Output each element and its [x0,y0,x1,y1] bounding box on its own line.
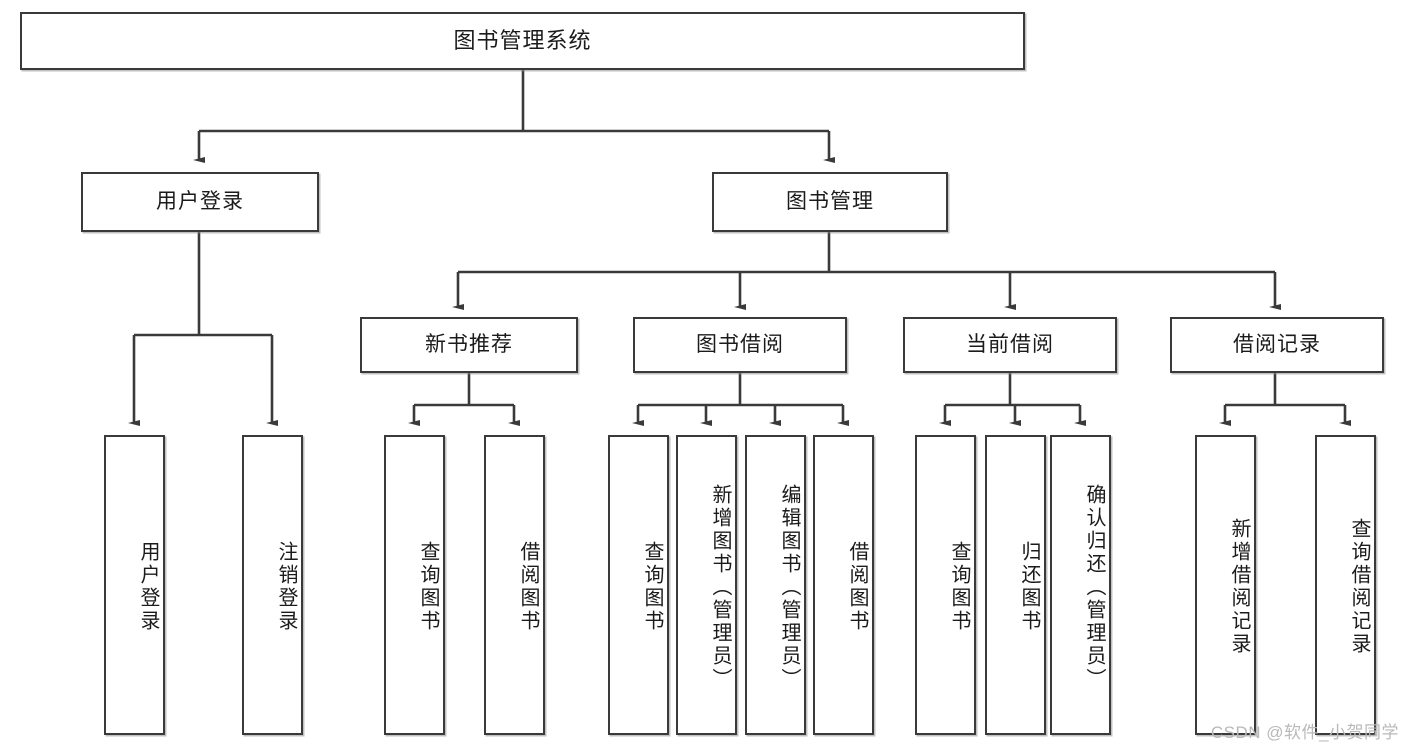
leaf-label: 确认归还（管理员） [1083,483,1105,691]
node-book-management[interactable]: 图书管理 [712,172,948,232]
leaf-add-book[interactable]: 新增图书（管理员） [676,435,737,735]
leaf-query-borrow-record[interactable]: 查询借阅记录 [1315,435,1376,735]
leaf-label: 注销登录 [275,541,297,633]
node-borrow-record[interactable]: 借阅记录 [1170,317,1384,373]
node-label: 借阅记录 [1233,333,1321,357]
leaf-borrow-book[interactable]: 借阅图书 [813,435,874,735]
node-book-borrow[interactable]: 图书借阅 [633,317,847,373]
leaf-label: 新增图书（管理员） [709,483,731,691]
leaf-query-book-borrow[interactable]: 查询图书 [608,435,669,735]
leaf-label: 查询图书 [417,541,439,633]
leaf-edit-book[interactable]: 编辑图书（管理员） [745,435,806,735]
leaf-label: 归还图书 [1018,541,1040,633]
node-root-book-management-system[interactable]: 图书管理系统 [20,12,1025,70]
leaf-label: 查询借阅记录 [1348,518,1370,656]
watermark-text: CSDN @软件_小贺同学 [1210,723,1399,742]
leaf-label: 借阅图书 [517,541,539,633]
leaf-label: 借阅图书 [846,541,868,633]
node-current-borrow[interactable]: 当前借阅 [903,317,1117,373]
leaf-label: 新增借阅记录 [1228,518,1250,656]
leaf-label: 查询图书 [948,541,970,633]
leaf-label: 编辑图书（管理员） [778,483,800,691]
leaf-add-borrow-record[interactable]: 新增借阅记录 [1195,435,1256,735]
node-label: 图书管理 [786,190,874,214]
node-new-book-recommend[interactable]: 新书推荐 [360,317,578,373]
node-label: 图书管理系统 [453,27,592,53]
node-user-login[interactable]: 用户登录 [81,172,319,232]
leaf-return-book[interactable]: 归还图书 [985,435,1046,735]
node-label: 当前借阅 [966,333,1054,357]
node-label: 用户登录 [156,190,244,214]
node-label: 图书借阅 [696,333,784,357]
leaf-borrow-book-recommend[interactable]: 借阅图书 [484,435,545,735]
leaf-user-login[interactable]: 用户登录 [104,435,165,735]
node-label: 新书推荐 [425,333,513,357]
leaf-query-book-current[interactable]: 查询图书 [915,435,976,735]
leaf-query-book-recommend[interactable]: 查询图书 [384,435,445,735]
leaf-label: 查询图书 [641,541,663,633]
leaf-confirm-return[interactable]: 确认归还（管理员） [1050,435,1111,735]
leaf-logout[interactable]: 注销登录 [242,435,303,735]
leaf-label: 用户登录 [137,541,159,633]
